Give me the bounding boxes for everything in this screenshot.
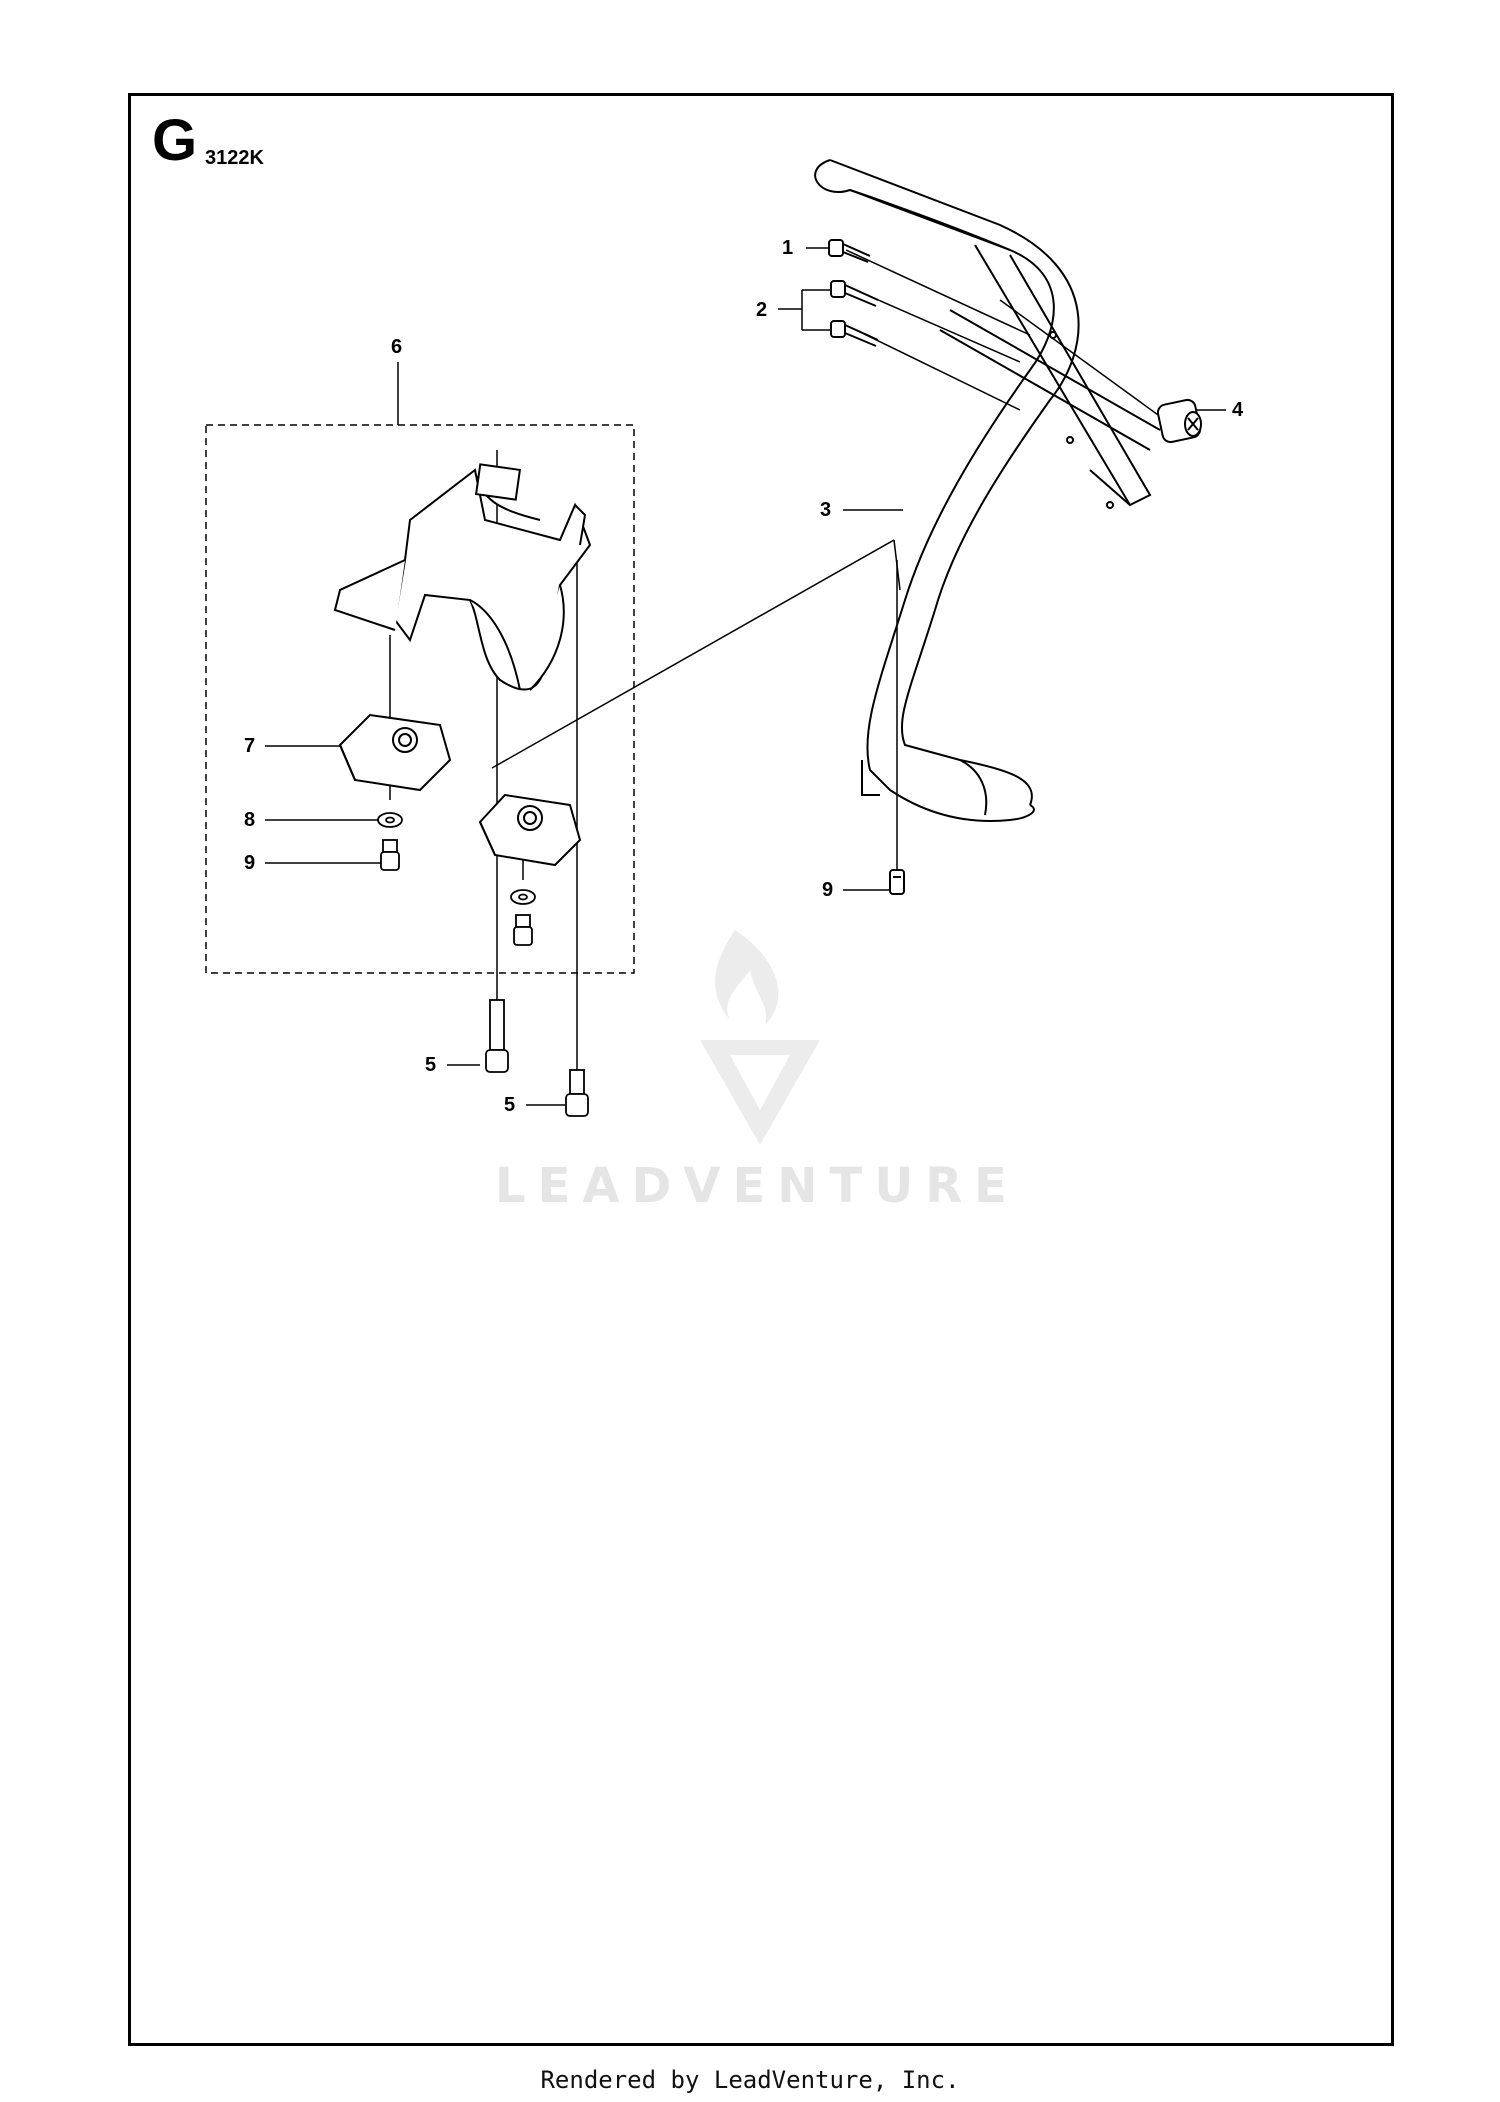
mounting-pads: [338, 713, 582, 867]
bracket: [333, 463, 592, 691]
small-bolts: [380, 839, 533, 946]
callout-3: 3: [820, 499, 832, 521]
watermark-logo: [700, 930, 820, 1145]
section-letter: G: [152, 108, 198, 173]
callout-5a: 5: [425, 1054, 437, 1076]
footer-credit: Rendered by LeadVenture, Inc.: [540, 2066, 960, 2094]
diagram-frame: [128, 93, 1394, 2046]
callout-5b: 5: [504, 1094, 516, 1116]
callout-1: 1: [782, 237, 794, 259]
callout-7: 7: [244, 735, 256, 757]
kit-boundary-box: [205, 424, 635, 974]
end-cap: [1156, 398, 1202, 444]
bolts-top: [828, 239, 879, 347]
model-code: 3122K: [205, 147, 264, 169]
washers: [377, 812, 536, 905]
callout-9b: 9: [822, 879, 834, 901]
callout-8: 8: [244, 809, 256, 831]
watermark-text: LEADVENTURE: [495, 1158, 1019, 1214]
leader-lines: [265, 247, 1226, 1106]
callout-4: 4: [1232, 399, 1244, 421]
callout-2: 2: [756, 299, 768, 321]
bolt-9-right: [889, 869, 905, 895]
handle-bar: [814, 159, 1161, 822]
callout-6: 6: [391, 336, 403, 358]
long-bolts: [485, 999, 589, 1117]
callout-9a: 9: [244, 852, 256, 874]
